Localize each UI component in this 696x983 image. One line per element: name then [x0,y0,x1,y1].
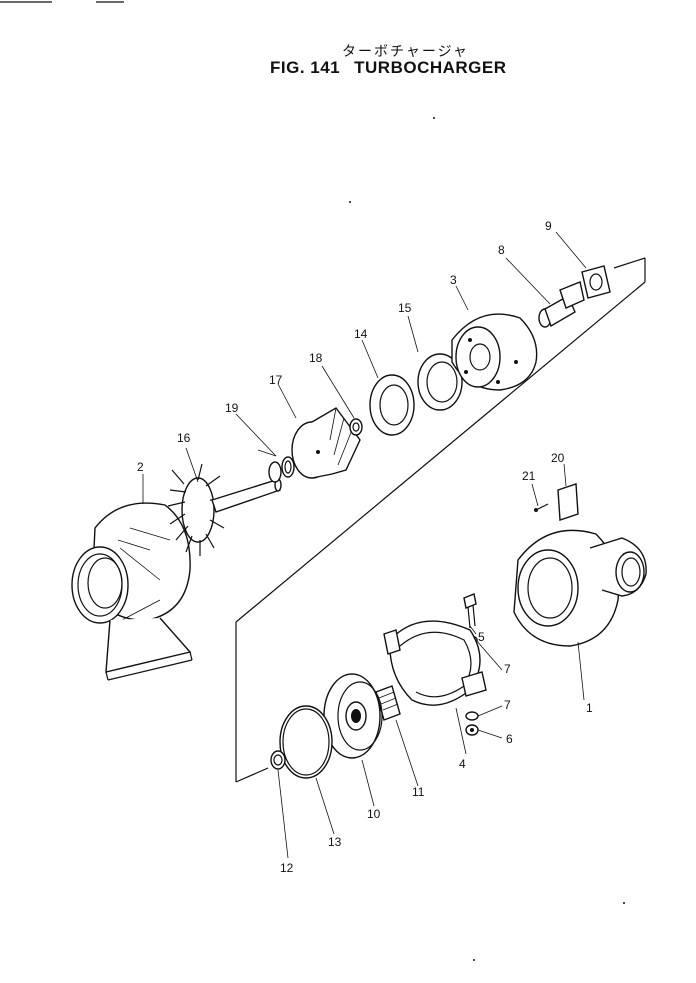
turbine-wheel-shaft [167,463,282,556]
hex-nut [465,724,479,736]
plate-screw [534,503,549,512]
turbine-housing [71,502,193,681]
callout-1: 1 [586,701,593,715]
callout-15: 15 [398,301,412,315]
subtitle-japanese: ターボチャージャ [342,44,469,60]
assembly-frame [235,257,646,783]
lock-nut [349,418,363,436]
name-plate [557,483,579,521]
callout-13: 13 [328,835,342,849]
compressor-side-housing [451,313,538,391]
scan-marks [0,1,625,961]
callout-5: 5 [478,630,485,644]
oil-pipe [538,281,585,328]
callout-7-upper: 7 [504,662,511,676]
callout-12: 12 [280,861,294,875]
callout-8: 8 [498,243,505,257]
callout-20: 20 [551,451,565,465]
callout-labels: 2 16 19 17 18 14 15 3 8 9 20 21 5 7 7 6 … [137,219,593,875]
seal-plate-ring [417,353,463,411]
callout-7-lower: 7 [504,698,511,712]
small-seal-ring [270,750,286,770]
compressor-housing [513,529,647,647]
compressor-wheel [291,407,361,479]
callout-10: 10 [367,807,381,821]
callout-9: 9 [545,219,552,233]
callout-19: 19 [225,401,239,415]
seal-rings [268,456,295,483]
callout-18: 18 [309,351,323,365]
leader-lines [142,231,587,859]
clamp-bolt [463,593,477,629]
figure-name: TURBOCHARGER [354,58,507,77]
figure-title: FIG. 141 TURBOCHARGER [270,58,507,78]
callout-6: 6 [506,732,513,746]
callout-17: 17 [269,373,283,387]
figure-number: FIG. 141 [270,58,341,77]
callout-11: 11 [412,785,425,799]
square-gasket [581,265,611,299]
callout-3: 3 [450,273,457,287]
callout-2: 2 [137,460,144,474]
callout-21: 21 [522,469,536,483]
washer-lower [465,711,479,721]
bearing-housing-disc [323,673,383,759]
v-band-clamp [383,620,487,706]
thrust-ring [369,374,415,436]
large-o-ring [279,705,333,779]
callout-14: 14 [354,327,368,341]
callout-16: 16 [177,431,191,445]
callout-4: 4 [459,757,466,771]
